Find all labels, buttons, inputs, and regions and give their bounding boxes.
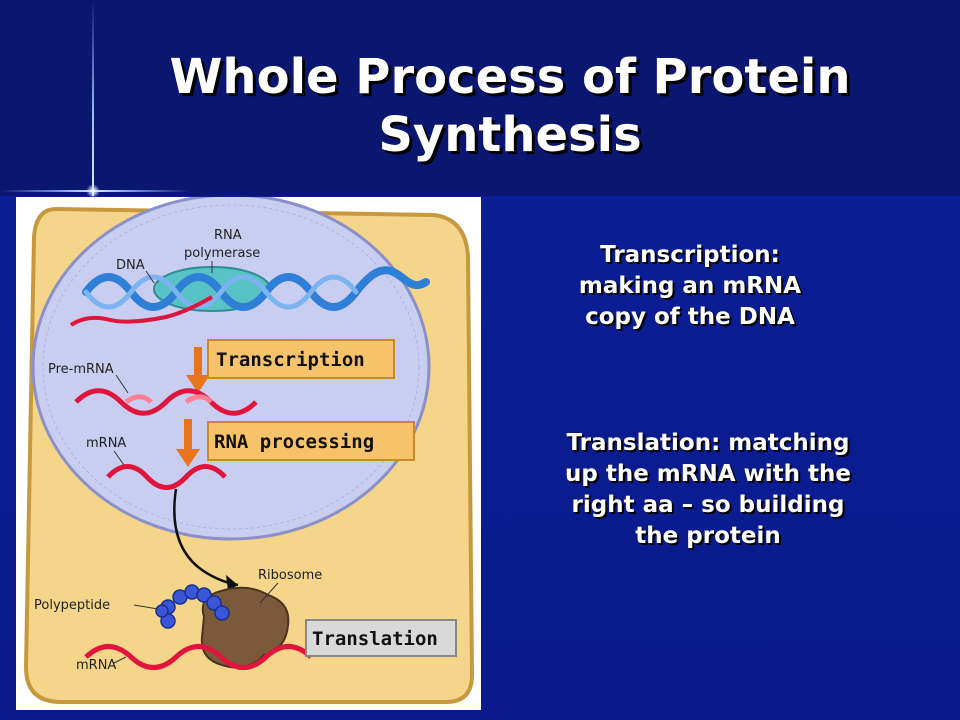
decorative-vertical-line xyxy=(92,0,94,196)
arrow-transcription xyxy=(186,347,210,393)
nascent-rna xyxy=(69,295,213,327)
step-box-transcription xyxy=(207,339,395,379)
label-mrna-nucleus: mRNA xyxy=(86,436,126,451)
pre-mrna-strand xyxy=(74,388,258,416)
label-ribosome: Ribosome xyxy=(258,568,322,583)
dna-strand-2 xyxy=(83,274,359,310)
step-label-rna-processing: RNA processing xyxy=(214,431,374,453)
decorative-sparkle xyxy=(86,184,100,198)
transcription-caption: Transcription: making an mRNA copy of th… xyxy=(578,242,802,330)
translation-caption: Translation: matching up the mRNA with t… xyxy=(564,430,852,549)
label-rna: RNA xyxy=(214,228,242,243)
step-box-rna-processing xyxy=(207,421,415,461)
step-box-translation xyxy=(305,619,457,657)
label-polypeptide: Polypeptide xyxy=(34,598,110,613)
step-label-transcription: Transcription xyxy=(216,349,365,371)
slide-title: Whole Process of Protein Synthesis xyxy=(169,49,851,163)
export-arrow xyxy=(173,488,239,587)
mrna-cytoplasm-strand xyxy=(84,644,313,670)
polypeptide-chain xyxy=(155,584,230,629)
title-band xyxy=(0,0,960,196)
mrna-nucleus-strand xyxy=(106,464,227,490)
label-polymerase: polymerase xyxy=(184,246,260,261)
label-dna: DNA xyxy=(116,258,145,273)
label-mrna-cytoplasm: mRNA xyxy=(76,658,116,673)
label-pre-mrna: Pre-mRNA xyxy=(48,362,114,377)
arrow-rna-processing xyxy=(176,419,200,467)
step-label-translation: Translation xyxy=(312,628,438,650)
protein-synthesis-diagram: RNA polymerase DNA Transcription Pre-mRN… xyxy=(16,197,481,710)
